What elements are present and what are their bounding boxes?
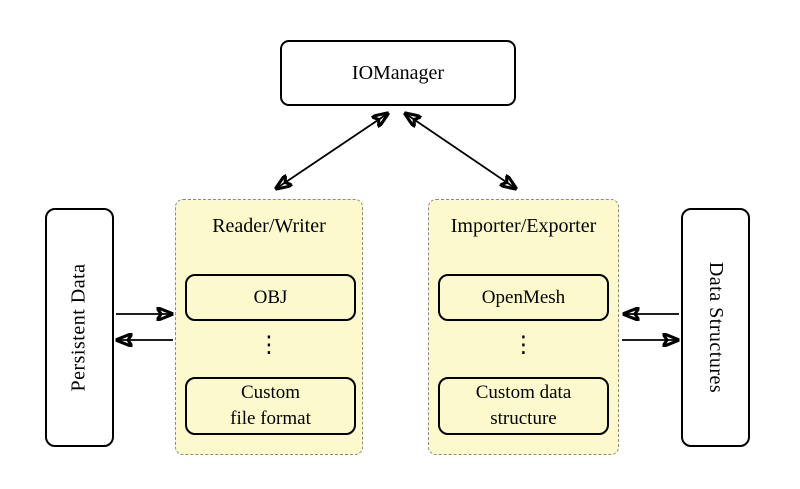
arrow-iomanager-reader-writer bbox=[277, 114, 387, 188]
node-obj-label: OBJ bbox=[253, 286, 288, 308]
node-data-structures-label: Data Structures bbox=[705, 261, 728, 394]
node-persistent-data-label: Persistent Data bbox=[68, 263, 90, 392]
panel-reader-writer-title: Reader/Writer bbox=[212, 215, 326, 237]
node-iomanager: IOManager bbox=[280, 40, 516, 106]
node-openmesh-label: OpenMesh bbox=[481, 286, 566, 308]
panel-reader-writer: Reader/Writer OBJ ⋮ Custom file format bbox=[175, 199, 363, 455]
node-openmesh: OpenMesh bbox=[438, 274, 609, 321]
panel-importer-exporter: Importer/Exporter OpenMesh ⋮ Custom data… bbox=[428, 199, 619, 455]
arrow-iomanager-importer-exporter bbox=[406, 114, 515, 188]
node-persistent-data: Persistent Data bbox=[45, 208, 114, 447]
vertical-ellipsis: ⋮ bbox=[257, 332, 281, 358]
node-iomanager-label: IOManager bbox=[351, 61, 445, 84]
node-data-structures: Data Structures bbox=[681, 208, 750, 447]
node-custom-data-structure: Custom data structure bbox=[438, 377, 609, 435]
node-custom-data-structure-label: Custom data structure bbox=[475, 382, 572, 429]
node-obj: OBJ bbox=[185, 274, 356, 321]
vertical-ellipsis: ⋮ bbox=[512, 332, 535, 358]
node-custom-file-format-label: Custom file format bbox=[230, 382, 311, 429]
panel-importer-exporter-title: Importer/Exporter bbox=[450, 215, 597, 237]
node-custom-file-format: Custom file format bbox=[185, 377, 356, 435]
